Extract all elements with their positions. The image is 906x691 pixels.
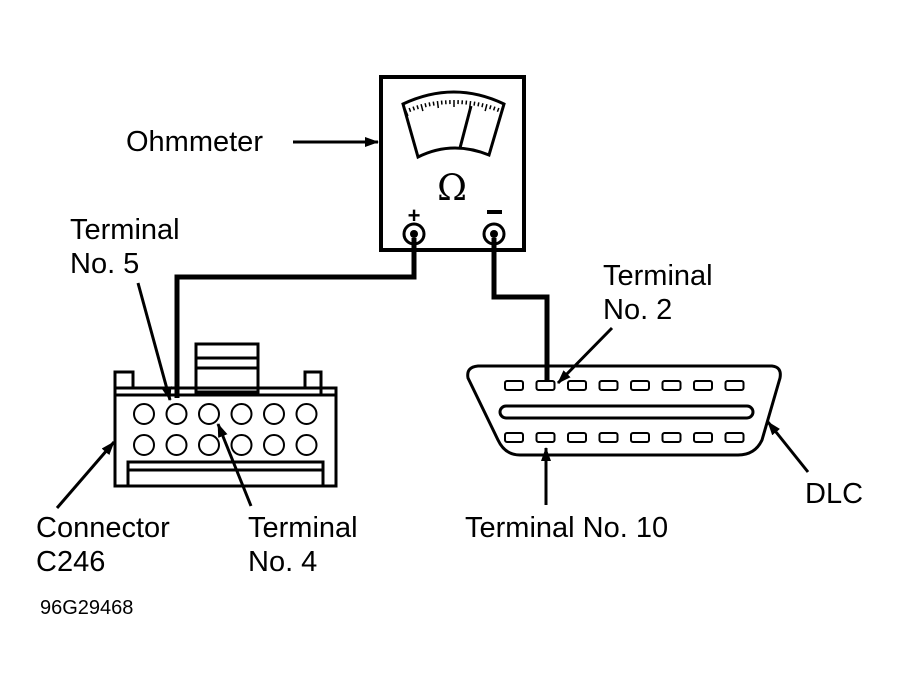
- dial-tick: [489, 105, 492, 110]
- connector-c246: [113, 342, 338, 488]
- dlc-pin: [661, 432, 682, 443]
- dlc-pin: [535, 380, 556, 391]
- terminal5-label-line2: No. 5: [70, 248, 139, 280]
- dial-tick: [420, 104, 424, 112]
- dlc-pins: [504, 380, 745, 443]
- dlc-pin: [630, 380, 650, 391]
- dial-tick: [424, 103, 427, 108]
- c246-pin: [165, 434, 188, 456]
- c246-pin: [230, 434, 253, 456]
- dlc-label: DLC: [805, 478, 863, 510]
- dlc-pin: [598, 432, 619, 443]
- dlc-connector: [466, 364, 782, 457]
- dlc-pin: [567, 432, 587, 443]
- c246-pin: [230, 403, 253, 425]
- meter-needle: [458, 105, 473, 149]
- c246-pin: [263, 434, 285, 456]
- plus-sign: +: [408, 203, 421, 228]
- connector-label-line1: Connector: [36, 512, 170, 544]
- ohm-symbol: Ω: [437, 168, 467, 209]
- dial-tick: [473, 101, 476, 106]
- meter-dial: [401, 90, 506, 160]
- ohmmeter-label: Ohmmeter: [126, 126, 263, 158]
- dlc-arrow: [766, 421, 810, 473]
- c246-pin: [198, 403, 220, 425]
- terminal2-label-line1: Terminal: [603, 260, 713, 292]
- dlc-pin: [693, 380, 713, 391]
- connector-label-line2: C246: [36, 546, 105, 578]
- dial-tick: [412, 106, 416, 111]
- dial-tick: [484, 104, 488, 112]
- dial-tick: [416, 105, 419, 110]
- positive-test-lead: [174, 238, 417, 398]
- terminal4-arrow: [216, 423, 253, 507]
- dlc-pin: [504, 432, 524, 443]
- dial-tick: [436, 100, 440, 109]
- terminal5-label-line1: Terminal: [70, 214, 180, 246]
- c246-pin: [133, 403, 155, 425]
- c246-pin: [133, 434, 155, 456]
- dial-tick: [432, 101, 435, 106]
- connector-pins: [133, 403, 318, 456]
- dial-tick: [408, 107, 412, 112]
- figure-code: 96G29468: [40, 597, 133, 619]
- terminal4-label-line1: Terminal: [248, 512, 358, 544]
- dial-tick: [481, 103, 484, 108]
- dlc-pin: [535, 432, 556, 443]
- ohmmeter: Ω +: [379, 75, 526, 252]
- dlc-pin: [661, 380, 682, 391]
- dial-tick: [492, 106, 496, 111]
- dlc-pin: [567, 380, 587, 391]
- dlc-pin: [724, 432, 745, 443]
- c246-pin: [295, 403, 318, 425]
- negative-test-lead: [491, 238, 550, 382]
- dlc-pin: [504, 380, 524, 391]
- c246-pin: [198, 434, 220, 456]
- dlc-pin: [724, 380, 745, 391]
- terminal5-arrow: [136, 282, 172, 401]
- dlc-center-slot: [498, 404, 755, 420]
- c246-pin: [263, 403, 285, 425]
- dlc-pin: [630, 432, 650, 443]
- terminal4-label-line2: No. 4: [248, 546, 317, 578]
- dial-tick: [404, 109, 409, 117]
- dial-tick: [477, 102, 480, 107]
- dlc-pin: [693, 432, 713, 443]
- dial-ticks: [404, 100, 504, 117]
- connector-arrow: [55, 441, 116, 509]
- dlc-housing: [466, 364, 782, 457]
- terminal10-label: Terminal No. 10: [465, 512, 668, 544]
- dial-tick: [496, 107, 500, 112]
- dial-tick: [499, 109, 504, 117]
- c246-pin: [295, 434, 318, 456]
- dial-tick: [428, 102, 431, 107]
- terminal2-arrow: [556, 326, 614, 385]
- dlc-pin: [598, 380, 619, 391]
- c246-pin: [165, 403, 188, 425]
- terminal2-label-line2: No. 2: [603, 294, 672, 326]
